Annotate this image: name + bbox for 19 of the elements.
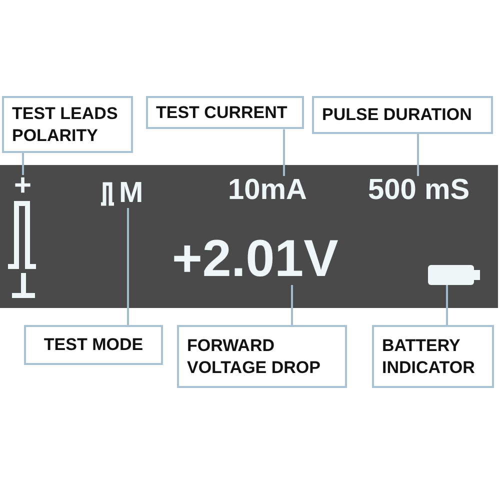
- callout-box: TEST CURRENT: [146, 96, 304, 130]
- callout-box: TEST LEADS POLARITY: [2, 96, 133, 153]
- voltage-readout: +2.01V: [172, 233, 338, 285]
- duration-readout: 500 mS: [368, 176, 470, 205]
- lcd-display: [0, 165, 498, 308]
- leader-line: [291, 285, 293, 325]
- current-readout: 10mA: [228, 176, 307, 205]
- leader-line: [283, 129, 285, 176]
- polarity-sign: +: [14, 175, 32, 198]
- leader-line: [22, 153, 24, 175]
- leader-line: [417, 134, 419, 176]
- mode-readout: M: [119, 179, 144, 208]
- leader-line: [446, 285, 448, 325]
- callout-box: TEST MODE: [24, 325, 163, 365]
- battery-icon: [428, 265, 480, 285]
- callout-box: BATTERY INDICATOR: [372, 325, 494, 388]
- leader-line: [127, 208, 129, 325]
- callout-box: PULSE DURATION: [312, 96, 493, 134]
- callout-box: FORWARD VOLTAGE DROP: [177, 325, 347, 388]
